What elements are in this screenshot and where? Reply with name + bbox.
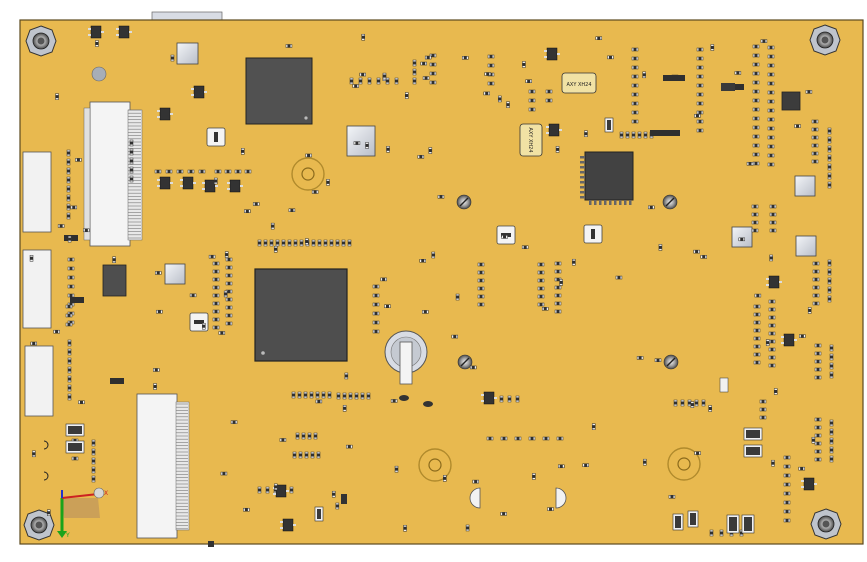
ic-left-mid — [102, 264, 127, 297]
crystal-2-label: AXY XH24 — [527, 127, 533, 152]
crystal-1: AXY XH24 — [561, 72, 597, 94]
qfn-ic — [580, 151, 634, 205]
screw-heads — [456, 194, 679, 370]
coin-battery — [384, 330, 428, 385]
led-pads — [189, 127, 603, 332]
round-pads — [91, 66, 701, 482]
crystal-2: AXY XH24 — [519, 123, 543, 157]
small-ic-top-right — [781, 91, 801, 111]
mount-hole-top-left — [25, 25, 57, 57]
mount-hole-top-right — [809, 24, 841, 56]
fpc-connector-bottom — [136, 393, 190, 539]
half-pads — [469, 487, 567, 509]
fpc-connector-top — [83, 101, 143, 247]
mount-hole-bottom-left — [23, 509, 55, 541]
axis-y-label: Y — [65, 532, 70, 539]
memory-ic — [245, 57, 313, 125]
crystal-1-label: AXY XH24 — [566, 82, 591, 88]
fpc-top-pins — [128, 109, 141, 239]
coordinate-triad: X Y — [57, 487, 108, 539]
axis-x-label: X — [104, 490, 108, 497]
soic-silver — [164, 42, 817, 285]
mount-hole-bottom-right — [810, 508, 842, 540]
fpc-bottom-pins — [176, 403, 188, 530]
processor-ic — [254, 268, 348, 362]
left-edge-connectors — [22, 151, 54, 417]
smd-components — [29, 25, 834, 547]
qfn-pins — [580, 156, 632, 205]
mounting-holes — [23, 24, 842, 541]
